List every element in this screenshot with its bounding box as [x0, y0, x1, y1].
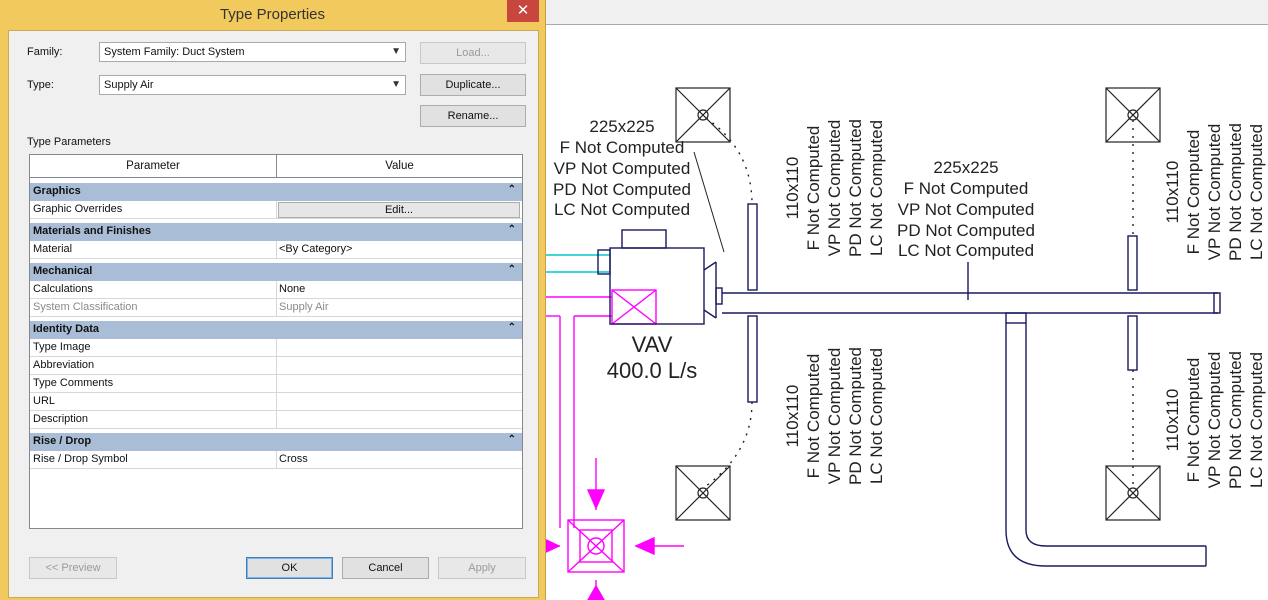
svg-text:F Not Computed: F Not Computed	[804, 354, 823, 479]
svg-text:VP Not Computed: VP Not Computed	[1205, 124, 1224, 261]
group-materials[interactable]: Materials and Finishes⌃	[30, 223, 522, 241]
svg-text:PD Not Computed: PD Not Computed	[846, 347, 865, 485]
diffuser-bottom-left[interactable]	[675, 465, 731, 521]
param-row-abbreviation[interactable]: Abbreviation	[30, 357, 522, 375]
svg-text:F Not Computed: F Not Computed	[804, 126, 823, 251]
param-row-system-classification: System Classification Supply Air	[30, 299, 522, 317]
svg-text:PD Not Computed: PD Not Computed	[553, 180, 691, 199]
collapse-icon[interactable]: ⌃	[507, 264, 516, 275]
dialog-title: Type Properties	[219, 6, 326, 23]
svg-text:LC Not Computed: LC Not Computed	[898, 241, 1034, 260]
svg-text:110x110: 110x110	[783, 385, 802, 448]
svg-text:225x225: 225x225	[933, 158, 998, 177]
supply-diffuser-magenta[interactable]	[543, 458, 684, 600]
svg-text:PD Not Computed: PD Not Computed	[897, 221, 1035, 240]
collapse-icon[interactable]: ⌃	[507, 224, 516, 235]
preview-button[interactable]: << Preview	[29, 557, 117, 579]
svg-text:110x110: 110x110	[1163, 161, 1182, 224]
collapse-icon[interactable]: ⌃	[507, 184, 516, 195]
view-tab-strip	[545, 0, 1268, 24]
dialog-client-area: Family: System Family: Duct System ▼ Loa…	[8, 30, 539, 598]
svg-text:LC Not Computed: LC Not Computed	[867, 348, 886, 484]
cyan-duct	[545, 254, 610, 273]
param-row-graphic-overrides[interactable]: Graphic Overrides Edit...	[30, 201, 522, 219]
svg-text:VP Not Computed: VP Not Computed	[825, 348, 844, 485]
group-mechanical[interactable]: Mechanical⌃	[30, 263, 522, 281]
family-combo[interactable]: System Family: Duct System ▼	[99, 42, 406, 62]
family-label: Family:	[27, 46, 63, 58]
param-row-description[interactable]: Description	[30, 411, 522, 429]
branch-tag-lower-left: 110x110 F Not Computed VP Not Computed P…	[783, 347, 886, 485]
load-button[interactable]: Load...	[420, 42, 526, 64]
group-rise-drop[interactable]: Rise / Drop⌃	[30, 433, 522, 451]
vav-flow-label: 400.0 L/s	[607, 358, 698, 383]
svg-text:PD Not Computed: PD Not Computed	[1226, 351, 1245, 489]
vav-label: VAV	[632, 332, 673, 357]
close-button[interactable]: ✕	[507, 0, 539, 22]
type-label: Type:	[27, 79, 54, 91]
svg-text:F Not Computed: F Not Computed	[560, 138, 685, 157]
svg-text:110x110: 110x110	[1163, 389, 1182, 452]
svg-text:VP Not Computed: VP Not Computed	[825, 120, 844, 257]
type-parameters-label: Type Parameters	[27, 136, 111, 148]
leader-line	[693, 151, 725, 253]
diffuser-top-left[interactable]	[675, 87, 731, 143]
type-parameters-grid[interactable]: Parameter Value Graphics⌃ Graphic Overri…	[29, 154, 523, 529]
close-icon: ✕	[516, 2, 530, 19]
svg-text:LC Not Computed: LC Not Computed	[1247, 352, 1266, 488]
collapse-icon[interactable]: ⌃	[507, 434, 516, 445]
main-duct[interactable]	[722, 262, 1221, 567]
svg-text:VP Not Computed: VP Not Computed	[554, 159, 691, 178]
magenta-duct	[545, 289, 657, 528]
svg-text:F Not Computed: F Not Computed	[1184, 358, 1203, 483]
graphic-overrides-edit-button[interactable]: Edit...	[278, 202, 520, 218]
vav-box[interactable]	[597, 229, 723, 325]
param-row-calculations[interactable]: Calculations None	[30, 281, 522, 299]
group-identity-data[interactable]: Identity Data⌃	[30, 321, 522, 339]
param-row-url[interactable]: URL	[30, 393, 522, 411]
svg-text:LC Not Computed: LC Not Computed	[867, 120, 886, 256]
svg-text:VP Not Computed: VP Not Computed	[1205, 352, 1224, 489]
column-header-parameter[interactable]: Parameter	[126, 160, 180, 172]
group-graphics[interactable]: Graphics⌃	[30, 183, 522, 201]
svg-text:PD Not Computed: PD Not Computed	[1226, 123, 1245, 261]
diffuser-top-right[interactable]	[1105, 87, 1161, 143]
param-row-material[interactable]: Material <By Category>	[30, 241, 522, 259]
svg-text:F Not Computed: F Not Computed	[904, 179, 1029, 198]
svg-text:F Not Computed: F Not Computed	[1184, 130, 1203, 255]
type-value: Supply Air	[104, 79, 154, 91]
svg-text:VP Not Computed: VP Not Computed	[898, 200, 1035, 219]
collapse-icon[interactable]: ⌃	[507, 322, 516, 333]
family-value: System Family: Duct System	[104, 46, 245, 58]
type-combo[interactable]: Supply Air ▼	[99, 75, 406, 95]
branch-tag-lower-right: 110x110 F Not Computed VP Not Computed P…	[1163, 351, 1266, 489]
duplicate-button[interactable]: Duplicate...	[420, 74, 526, 96]
rename-button[interactable]: Rename...	[420, 105, 526, 127]
column-header-value[interactable]: Value	[385, 160, 414, 172]
diffuser-bottom-right[interactable]	[1105, 465, 1161, 521]
chevron-down-icon: ▼	[391, 79, 401, 90]
duct-tag-upper-left: 225x225 F Not Computed VP Not Computed P…	[553, 117, 691, 219]
dialog-title-bar[interactable]: Type Properties ✕	[0, 0, 545, 30]
apply-button[interactable]: Apply	[438, 557, 526, 579]
param-row-type-comments[interactable]: Type Comments	[30, 375, 522, 393]
ok-button[interactable]: OK	[246, 557, 333, 579]
svg-text:LC Not Computed: LC Not Computed	[1247, 124, 1266, 260]
type-properties-dialog[interactable]: Type Properties ✕ Family: System Family:…	[0, 0, 545, 600]
flex-ducts	[705, 117, 1134, 487]
chevron-down-icon: ▼	[391, 46, 401, 57]
svg-text:225x225: 225x225	[589, 117, 654, 136]
branch-tag-upper-right: 110x110 F Not Computed VP Not Computed P…	[1163, 123, 1266, 261]
svg-text:PD Not Computed: PD Not Computed	[846, 119, 865, 257]
svg-text:110x110: 110x110	[783, 157, 802, 220]
param-row-rise-drop-symbol[interactable]: Rise / Drop Symbol Cross	[30, 451, 522, 469]
grid-header: Parameter Value	[30, 155, 522, 178]
branch-tag-upper-left: 110x110 F Not Computed VP Not Computed P…	[783, 119, 886, 257]
duct-tag-main: 225x225 F Not Computed VP Not Computed P…	[897, 158, 1035, 260]
param-row-type-image[interactable]: Type Image	[30, 339, 522, 357]
cancel-button[interactable]: Cancel	[342, 557, 429, 579]
svg-text:LC Not Computed: LC Not Computed	[554, 200, 690, 219]
